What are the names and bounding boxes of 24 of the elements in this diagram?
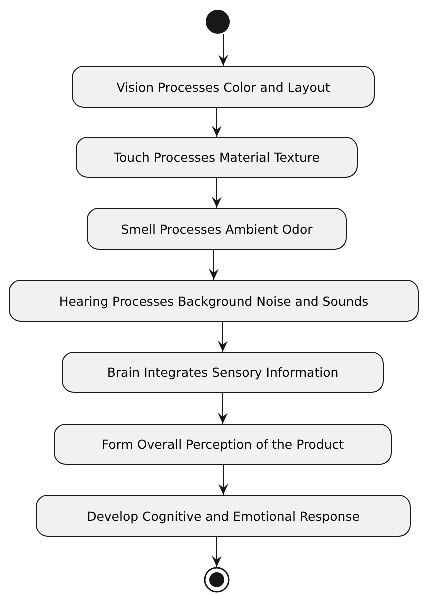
activity-label: Vision Processes Color and Layout xyxy=(116,80,330,94)
activity-box xyxy=(36,495,411,537)
activity-box xyxy=(62,352,384,393)
arrow xyxy=(209,250,219,280)
activity-box xyxy=(76,137,358,178)
activity-label: Hearing Processes Background Noise and Sounds xyxy=(59,294,369,308)
arrow xyxy=(218,464,228,496)
activity-label: Form Overall Perception of the Product xyxy=(102,437,344,452)
activity-label: Develop Cognitive and Emotional Response xyxy=(87,508,360,524)
activity-box xyxy=(87,208,347,250)
arrow xyxy=(212,108,222,138)
activity-box xyxy=(54,424,392,465)
arrow xyxy=(218,392,228,424)
start-node xyxy=(206,10,230,34)
activity-label: Touch Processes Material Texture xyxy=(114,150,320,165)
activity-box xyxy=(72,66,375,108)
end-node xyxy=(204,567,230,593)
arrow xyxy=(218,322,228,352)
arrow xyxy=(212,536,222,568)
arrow xyxy=(212,178,222,208)
arrow xyxy=(218,34,228,66)
activity-box xyxy=(9,280,419,322)
activity-label: Brain Integrates Sensory Information xyxy=(107,365,339,380)
activity-label: Smell Processes Ambient Odor xyxy=(121,222,313,236)
